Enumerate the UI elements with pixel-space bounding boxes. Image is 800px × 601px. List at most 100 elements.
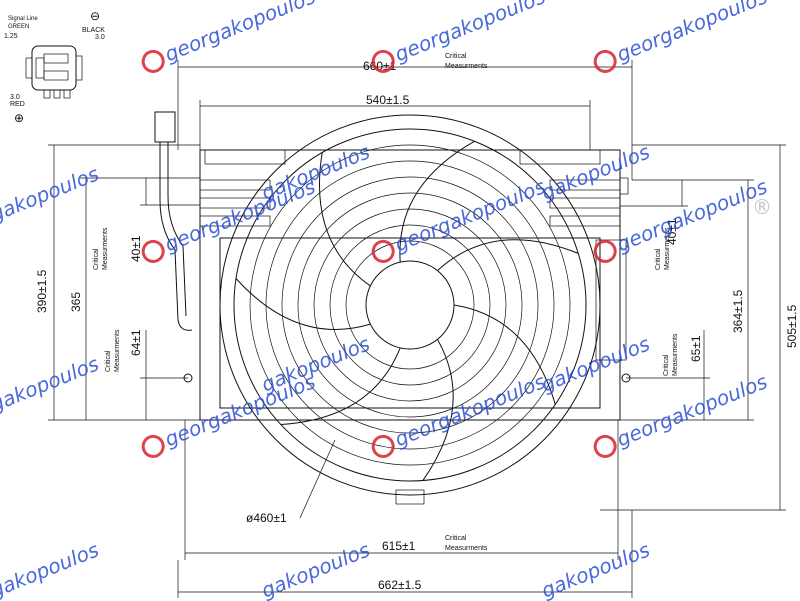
- critical-sublabel: Measurments: [102, 227, 109, 270]
- critical-label: Critical: [445, 535, 467, 542]
- signal-color-label: GREEN: [8, 24, 29, 30]
- shroud-rib: [199, 197, 271, 209]
- fan-ring: [345, 240, 475, 370]
- shroud-rib: [199, 215, 271, 227]
- watermark: georgakopoulos: [593, 174, 771, 263]
- fan-ring: [297, 192, 523, 418]
- critical-label: Critical: [655, 248, 662, 270]
- dim-bottom-inner: 615±1: [382, 539, 416, 553]
- fan-ring: [281, 176, 539, 434]
- brand-logo-icon: [141, 239, 165, 263]
- fan-ring: [313, 208, 507, 402]
- shroud-rib: [549, 197, 621, 209]
- fan-hub: [365, 260, 455, 350]
- critical-note-right-lower: Critical Measurments: [663, 333, 679, 376]
- connector-latch: [75, 55, 83, 81]
- watermark-text: georgakopoulos: [391, 0, 548, 66]
- brand-logo-icon: [141, 49, 165, 73]
- registered-mark: ®: [752, 195, 772, 219]
- dimension-lines: [48, 60, 786, 598]
- shroud-side-bracket: [595, 239, 627, 361]
- fan-shroud: [199, 149, 629, 421]
- fan-bottom-tab: [395, 489, 425, 505]
- fan-strut: [399, 140, 475, 263]
- watermark-layer: georgakopoulos georgakopoulos georgakopo…: [0, 0, 772, 601]
- brand-logo-icon: [371, 49, 395, 73]
- signal-line-label: Signal Line: [8, 16, 38, 22]
- brand-logo-icon: [593, 49, 617, 73]
- watermark-side-text: gakopoulos: [0, 537, 102, 601]
- watermark: georgakopoulos: [593, 0, 771, 73]
- critical-label: Critical: [663, 354, 670, 376]
- critical-note-left-upper: Critical Measurments: [93, 227, 109, 270]
- fan-strut: [235, 278, 371, 330]
- watermark-text: georgakopoulos: [161, 0, 318, 66]
- dim-bottom-width: 662±1.5: [378, 578, 422, 592]
- dim-fan-diameter: ø460±1: [246, 511, 287, 525]
- watermark-side-text: gakopoulos: [538, 537, 653, 601]
- harness-wire: [159, 142, 193, 331]
- connector-pin: [43, 53, 69, 64]
- fan-strut: [453, 304, 556, 405]
- fan-ring: [329, 224, 491, 386]
- connector-pin: [35, 57, 45, 79]
- watermark-text: georgakopoulos: [613, 369, 770, 451]
- critical-sublabel: Measurments: [445, 63, 488, 70]
- connector-detail: Signal Line GREEN 1.25 ⊖ BLACK 3.0 3.0 R…: [4, 9, 105, 125]
- critical-sublabel: Measurments: [664, 227, 671, 270]
- connector-terminal: [63, 89, 71, 99]
- fan-ring: [265, 160, 555, 450]
- connector-pin: [43, 70, 69, 81]
- watermark-text: georgakopoulos: [391, 174, 548, 256]
- critical-label: Critical: [105, 350, 112, 372]
- harness-wire: [167, 142, 187, 317]
- dim-right-lower: 65±1: [689, 335, 703, 362]
- wire-harness: [154, 111, 193, 331]
- brand-logo-icon: [371, 239, 395, 263]
- watermark: georgakopoulos: [371, 174, 549, 263]
- dim-right-height: 505±1.5: [785, 304, 799, 348]
- black-size-label: 3.0: [95, 34, 105, 41]
- critical-sublabel: Measurments: [445, 545, 488, 552]
- dim-inner-width: 540±1.5: [366, 93, 410, 107]
- watermark-side-text: gakopoulos: [538, 331, 653, 396]
- watermark: georgakopoulos: [371, 369, 549, 458]
- watermark-side-text: gakopoulos: [0, 161, 102, 226]
- dim-left-lower: 64±1: [129, 329, 143, 356]
- fan-ring-outer: [219, 114, 601, 496]
- critical-label: Critical: [93, 248, 100, 270]
- critical-note-right-upper: Critical Measurments: [655, 227, 671, 270]
- brand-logo-icon: [371, 434, 395, 458]
- dim-left-inner-height: 365: [69, 292, 83, 312]
- watermark: georgakopoulos: [141, 0, 319, 73]
- critical-sublabel: Measurments: [114, 329, 121, 372]
- critical-label: Critical: [445, 53, 467, 60]
- fan-strut: [319, 152, 371, 287]
- connector-body: [31, 45, 77, 91]
- fan-ring: [249, 144, 571, 466]
- critical-note-left-lower: Critical Measurments: [105, 329, 121, 372]
- dim-left-upper: 40±1: [129, 235, 143, 262]
- signal-size-label: 1.25: [4, 33, 18, 40]
- watermark-side-text: gakopoulos: [0, 351, 102, 416]
- plus-icon: ⊕: [14, 111, 24, 125]
- dim-left-height: 390±1.5: [35, 269, 49, 313]
- fan-wheel: [219, 114, 601, 505]
- critical-sublabel: Measurments: [672, 333, 679, 376]
- dim-right-inner-height: 364±1.5: [731, 289, 745, 333]
- watermark-text: georgakopoulos: [613, 174, 770, 256]
- shroud-rib: [204, 149, 286, 165]
- watermark-text: georgakopoulos: [391, 369, 548, 451]
- shroud-inner: [219, 237, 601, 409]
- red-size-label: 3.0: [10, 94, 20, 101]
- connector-terminal: [43, 89, 51, 99]
- red-label: RED: [10, 101, 25, 108]
- shroud-rib: [199, 179, 271, 191]
- brand-logo-icon: [141, 434, 165, 458]
- shroud-rib: [519, 149, 601, 165]
- connector-terminal: [53, 89, 61, 99]
- critical-note-top: Critical Measurments: [445, 53, 488, 70]
- fan-ring: [233, 128, 587, 482]
- shroud-rib: [549, 215, 621, 227]
